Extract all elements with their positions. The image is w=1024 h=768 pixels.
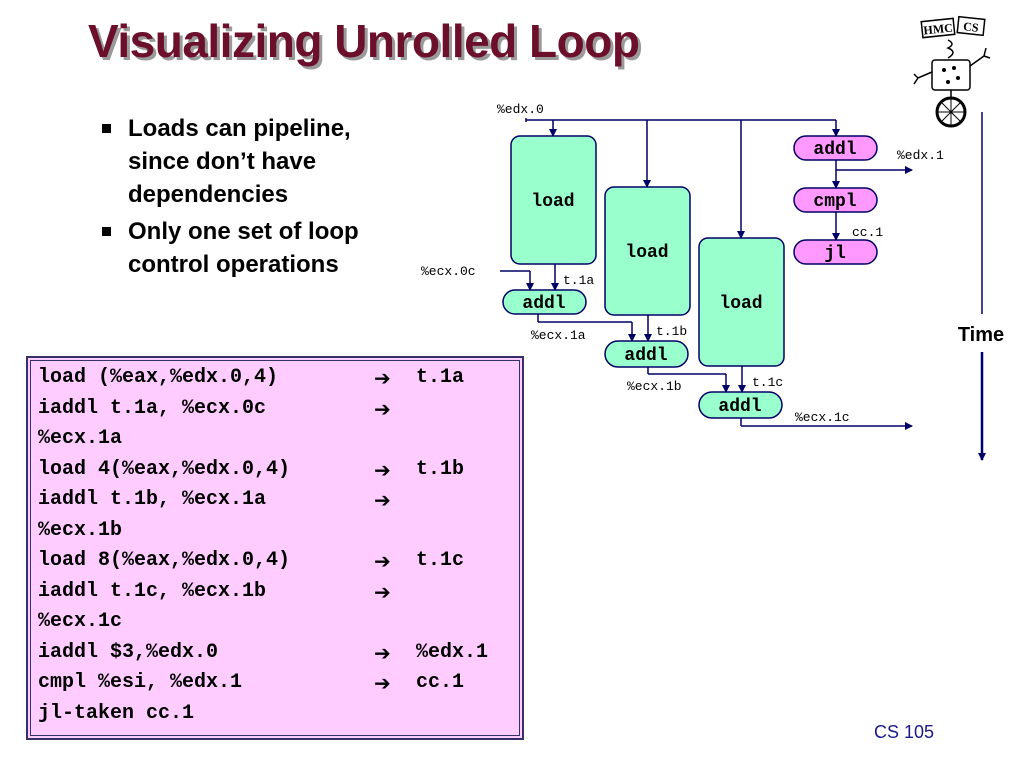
bullet-marker (102, 227, 111, 236)
cmpl-label: cmpl (813, 192, 856, 212)
load-node-label: load (531, 192, 574, 212)
addl-node-label: addl (718, 397, 761, 417)
addl-edx-label: addl (813, 140, 856, 160)
label-ecx0c: %ecx.0c (421, 264, 476, 279)
label-t1b: t.1b (656, 324, 687, 339)
code-arrow: ➔ (374, 579, 391, 604)
code-line: jl-taken cc.1 (38, 701, 195, 725)
addl-node-label: addl (522, 294, 565, 314)
bullet-item: Only one set of loop control operations (100, 215, 410, 281)
code-box: load (%eax,%edx.0,4) ➔ t.1a iaddl t.1a, %ec… (26, 356, 524, 740)
logo-hmc: HMC (923, 21, 954, 38)
code-arrow: ➔ (374, 396, 391, 421)
code-line: iaddl t.1a, %ecx.0c (38, 396, 267, 420)
bullet-text: Loads can pipeline, since don’t have dep… (128, 115, 351, 208)
load-node (698, 237, 785, 367)
time-label: Time (958, 324, 1004, 346)
hmc-cs-logo: HMC CS (913, 15, 991, 128)
code-arrow: ➔ (374, 457, 391, 482)
code-destination: cc.1 (416, 671, 465, 694)
code-line: iaddl t.1b, %ecx.1a (38, 488, 267, 511)
addl-node (604, 340, 689, 368)
code-arrow: ➔ (374, 488, 391, 512)
code-line: load 4(%eax,%edx.0,4) (38, 457, 291, 481)
addl-node (502, 289, 587, 315)
code-line: %ecx.1a (38, 427, 123, 450)
label-cc1: cc.1 (852, 225, 883, 240)
code-line: cmpl %esi, %edx.1 (38, 671, 243, 694)
jl-label: jl (824, 244, 846, 264)
addl-edx-node (793, 135, 878, 161)
label-ecx1a: %ecx.1a (531, 328, 586, 343)
code-line: load 8(%eax,%edx.0,4) (38, 549, 291, 572)
load-node (604, 186, 691, 316)
code-arrow: ➔ (374, 366, 391, 390)
code-arrow: ➔ (374, 640, 391, 665)
code-line: iaddl t.1c, %ecx.1b (38, 579, 267, 603)
code-destination: t.1a (416, 366, 465, 389)
logo-cs: CS (963, 19, 980, 35)
code-line: load (%eax,%edx.0,4) (38, 366, 279, 389)
cmpl-node (793, 187, 878, 213)
code-arrow: ➔ (374, 671, 391, 695)
bullet-marker (102, 124, 111, 133)
code-line: iaddl $3,%edx.0 (38, 640, 219, 664)
load-node (510, 135, 597, 265)
code-line: %ecx.1b (38, 518, 123, 542)
label-edx0: %edx.0 (497, 102, 544, 117)
code-destination: %edx.1 (416, 640, 489, 664)
load-node-label: load (719, 294, 762, 314)
addl-node (698, 391, 783, 419)
bullet-text: Only one set of loop control operations (128, 218, 359, 278)
jl-node (793, 239, 878, 265)
bullet-list: Loads can pipeline, since don’t have dep… (100, 112, 410, 285)
label-t1a: t.1a (563, 273, 594, 288)
label-ecx1c: %ecx.1c (795, 410, 850, 425)
footer-course: CS 105 (874, 722, 935, 742)
slide-title: Visualizing Unrolled Loop (88, 15, 640, 67)
addl-node-label: addl (624, 346, 667, 366)
label-ecx1b: %ecx.1b (627, 379, 682, 394)
code-line: %ecx.1c (38, 610, 123, 633)
load-node-label: load (625, 243, 668, 263)
bullet-item: Loads can pipeline, since don’t have dep… (100, 112, 410, 211)
code-destination: t.1c (416, 549, 465, 572)
label-t1c: t.1c (752, 375, 783, 390)
label-edx1: %edx.1 (897, 148, 944, 163)
code-destination: t.1b (416, 457, 465, 481)
code-arrow: ➔ (374, 549, 391, 573)
